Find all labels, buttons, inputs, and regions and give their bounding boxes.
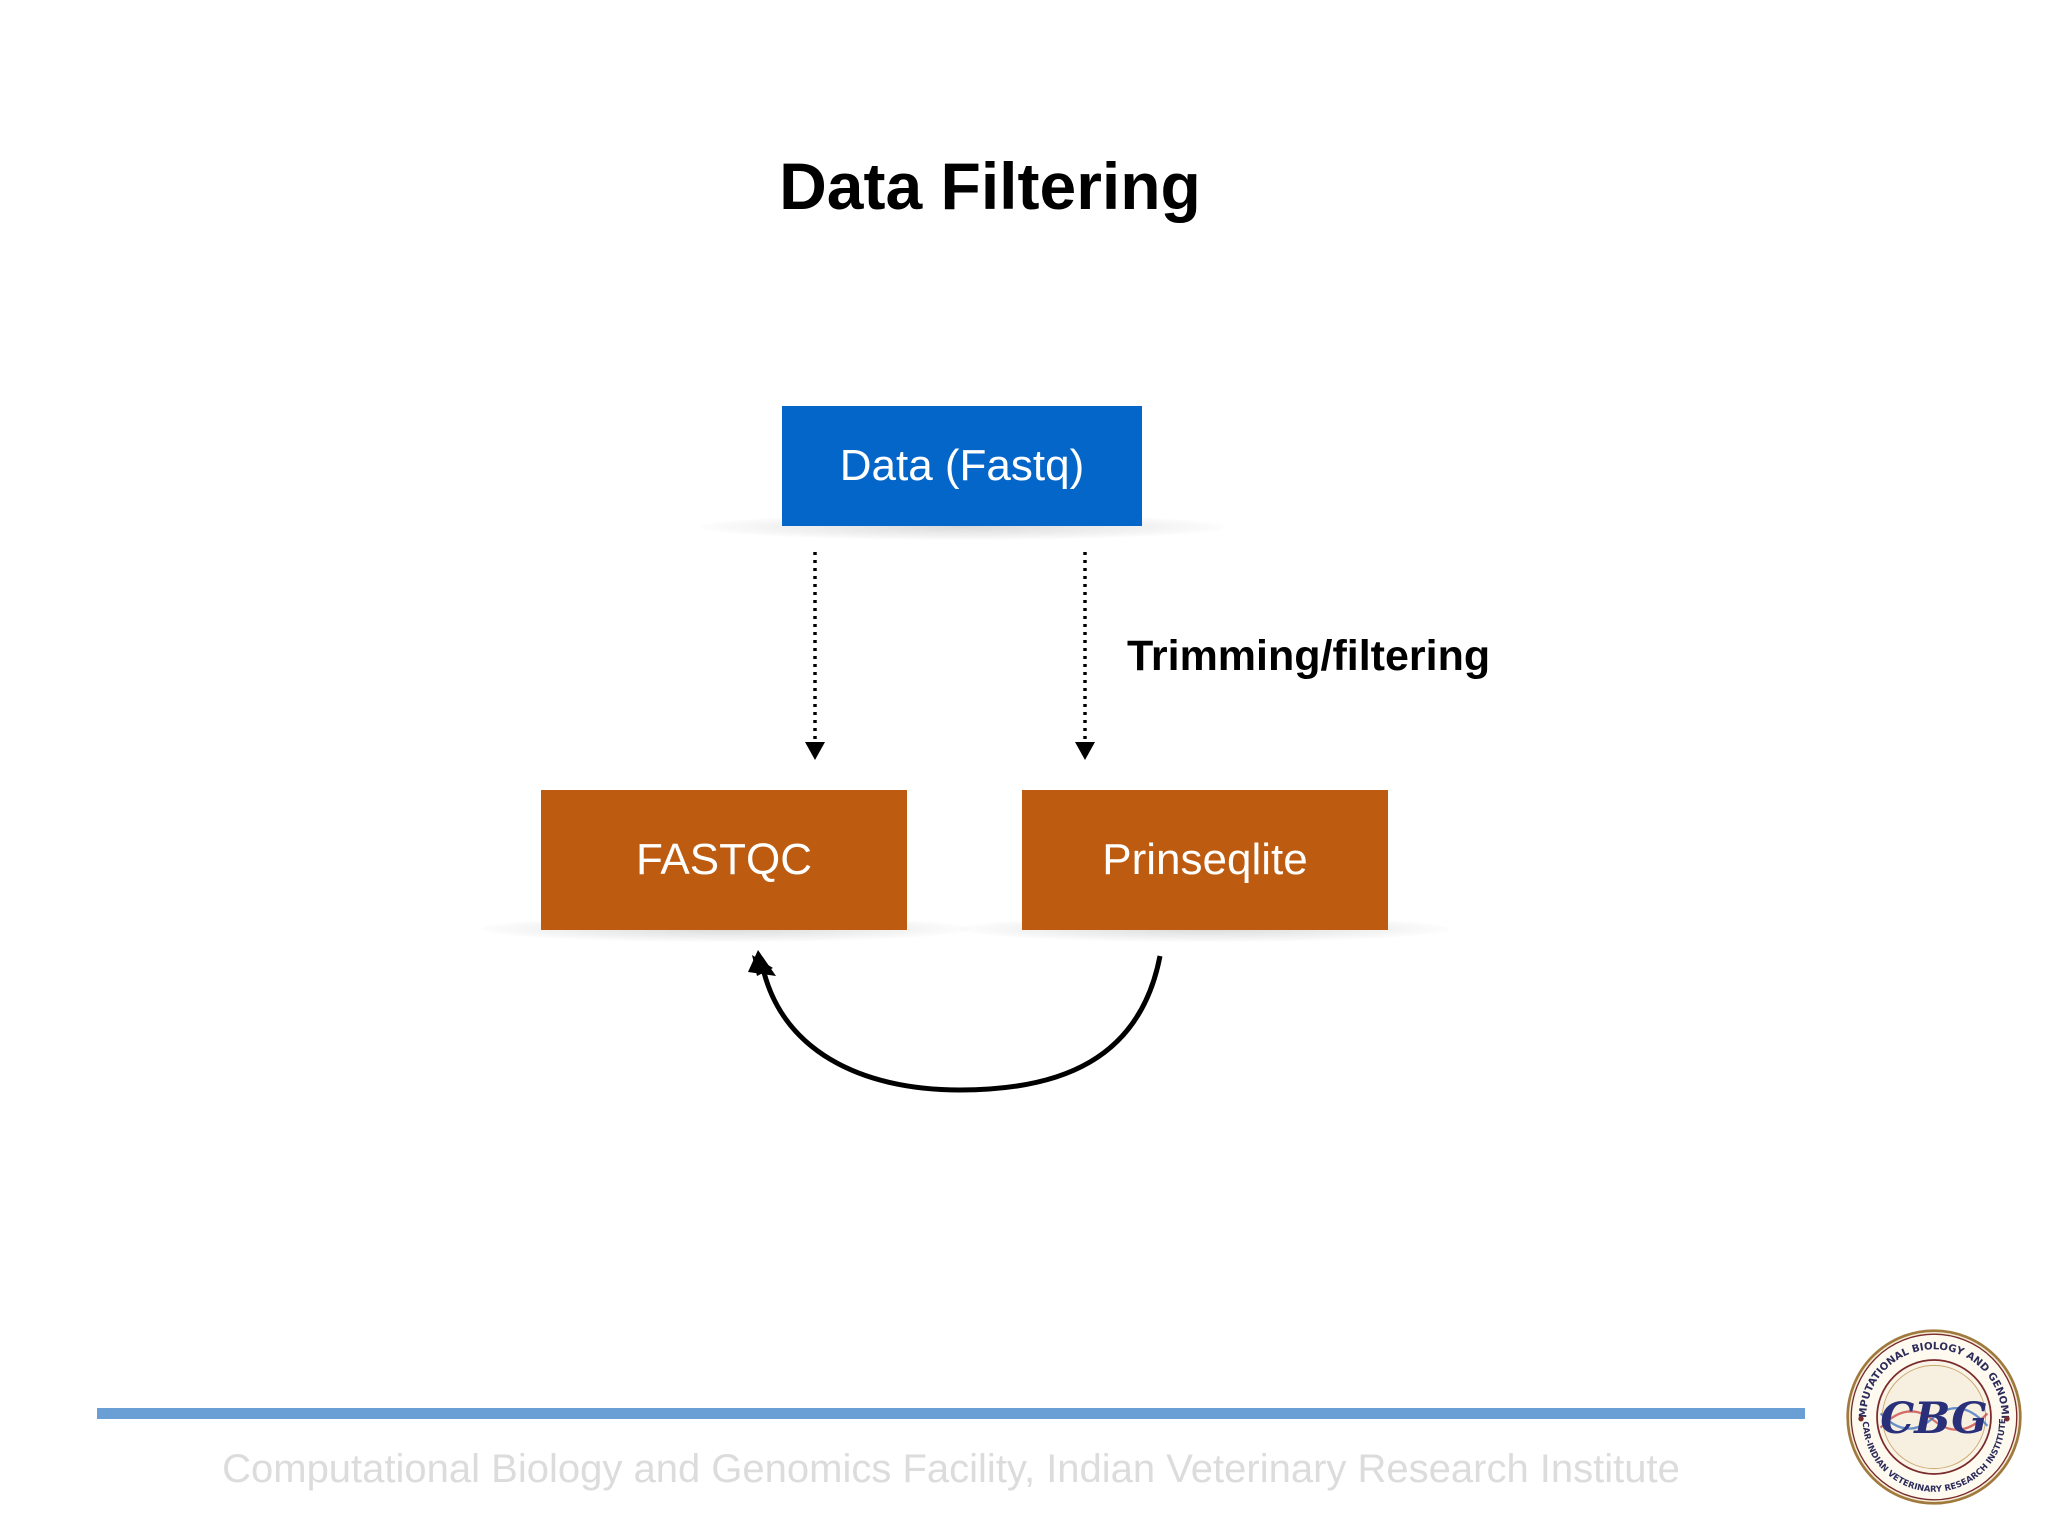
node-data-fastq-label: Data (Fastq) [839,441,1085,490]
node-fastqc-label: FASTQC [635,835,813,884]
slide-title: Data Filtering [779,149,1201,223]
node-prinseqlite: Prinseqlite [1022,790,1388,930]
node-data-fastq: Data (Fastq) [782,406,1142,526]
svg-text:CBG: CBG [1880,1394,1987,1444]
edge-data-to-prinseq [1075,552,1095,760]
cbg-logo: COMPUTATIONAL BIOLOGY AND GENOMICS ICAR-… [1845,1328,2022,1505]
footer-text: Computational Biology and Genomics Facil… [222,1447,1680,1491]
edge-prinseq-to-fastqc [748,950,1163,1093]
edge-label-trimming: Trimming/filtering [1127,632,1491,680]
edge-data-to-fastqc [805,552,825,760]
footer-rule [97,1408,1805,1419]
node-fastqc: FASTQC [541,790,907,930]
node-prinseqlite-label: Prinseqlite [1102,835,1308,884]
